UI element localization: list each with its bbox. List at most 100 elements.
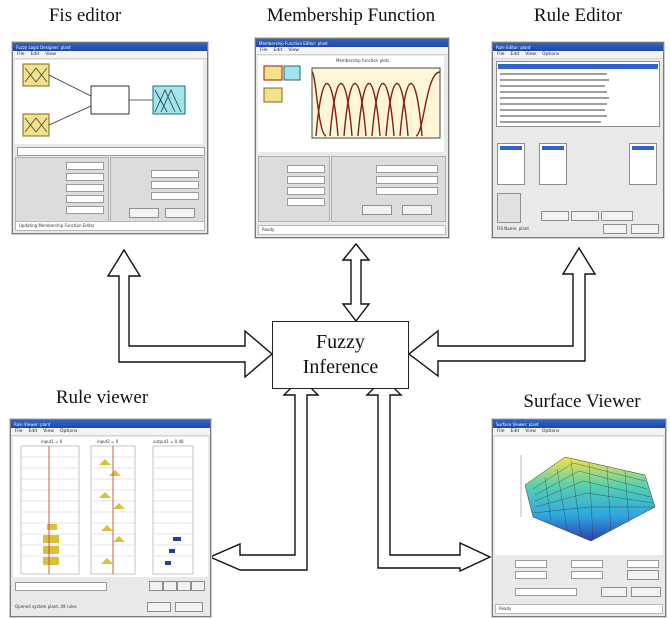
window-titlebar: Rule Viewer: plant [11,420,210,428]
connection-box [497,193,521,223]
surface-viewer-window: Surface Viewer: plant File Edit View Opt… [492,419,666,617]
fuzzy-inference-box: Fuzzy Inference [272,321,409,389]
rule-list[interactable] [496,61,660,127]
menu-options[interactable]: Options [59,429,78,434]
close-button[interactable] [165,208,195,218]
menu-file[interactable]: File [497,429,505,434]
menu-bar: File Edit View Options [493,51,663,59]
left-button[interactable] [149,581,163,591]
rule-input2-list[interactable] [539,143,567,185]
window-titlebar: Membership Function Editor: plant [256,39,448,47]
menu-view[interactable]: View [45,52,56,57]
menu-bar: File Edit View Options [493,428,665,436]
status-bar: Ready [495,604,663,614]
fis-props-left [15,157,109,223]
menu-bar: File Edit View Options [11,428,210,436]
close-button[interactable] [175,602,203,612]
window-titlebar: Fuzzy Logic Designer: plant [13,43,207,51]
close-button[interactable] [402,205,432,215]
rule-viewer-svg [20,445,194,575]
menu-file[interactable]: File [17,52,25,57]
evaluate-button[interactable] [627,570,659,580]
close-button[interactable] [631,224,659,234]
mf-props-right [331,156,446,222]
input2-label: input2 = 0 [97,439,119,444]
fis-diagram-area [15,60,203,144]
membership-function-title: Membership Function [266,5,436,26]
menu-view[interactable]: View [525,429,536,434]
membership-window: Membership Function Editor: plant File E… [255,38,449,238]
menu-edit[interactable]: Edit [273,48,283,53]
menu-bar: File Edit View [13,51,207,59]
close-button[interactable] [631,587,661,597]
menu-file[interactable]: File [260,48,268,53]
hub-line-2: Inference [302,356,379,378]
help-button[interactable] [603,224,627,234]
help-button[interactable] [362,205,392,215]
plot-title: Membership function plots [336,58,390,63]
input1-block [22,63,50,87]
rule-editor-title: Rule Editor [533,5,623,26]
window-titlebar: Surface Viewer: plant [493,420,665,428]
rule-list-lines [498,64,658,123]
rule-output-list[interactable] [629,143,657,185]
menu-file[interactable]: File [497,52,505,57]
menu-view[interactable]: View [43,429,54,434]
x-input-field[interactable] [515,560,547,568]
window-title-text: Rule Editor: plant [496,44,531,50]
change-rule-button[interactable] [601,211,633,221]
rule-input1-list[interactable] [497,143,525,185]
menu-view[interactable]: View [525,52,536,57]
menu-bar: File Edit View [256,47,448,55]
down-button[interactable] [177,581,191,591]
status-text: FIS Name: plant [497,226,529,231]
menu-edit[interactable]: Edit [510,429,520,434]
help-button[interactable] [601,587,627,597]
y-grids-field[interactable] [571,571,603,579]
fis-editor-window: Fuzzy Logic Designer: plant File Edit Vi… [12,42,208,234]
arrow-surface-viewer [365,377,492,573]
rule-viewer-plot: input1 = 0 input2 = 0 output1 = 0.48 [13,437,208,577]
mf-plot-svg [263,65,441,139]
window-titlebar: Rule Editor: plant [493,43,663,51]
right-button[interactable] [163,581,177,591]
arrow-rule-editor [407,246,597,378]
output-label: output1 = 0.48 [153,439,184,444]
up-button[interactable] [191,581,205,591]
fis-props-right [110,157,205,223]
rule-block [90,85,130,115]
arrow-membership [341,242,371,323]
surface-viewer-title: Surface Viewer [523,391,641,412]
ref-input-field[interactable] [515,588,577,596]
status-text: Opened system plant, 49 rules [15,604,77,609]
y-input-field[interactable] [571,560,603,568]
menu-edit[interactable]: Edit [28,429,38,434]
window-title-text: Fuzzy Logic Designer: plant [16,44,71,50]
menu-file[interactable]: File [15,429,23,434]
status-bar: Ready [258,225,446,235]
menu-edit[interactable]: Edit [30,52,40,57]
surface-mesh [524,456,656,542]
window-title-text: Rule Viewer: plant [14,421,51,427]
menu-options[interactable]: Options [541,52,560,57]
input-field[interactable] [15,582,107,591]
x-grids-field[interactable] [515,571,547,579]
help-button[interactable] [129,208,159,218]
help-button[interactable] [147,602,171,612]
hub-line-1: Fuzzy [316,331,365,353]
menu-options[interactable]: Options [541,429,560,434]
rule-viewer-window: Rule Viewer: plant File Edit View Option… [10,419,211,617]
add-rule-button[interactable] [571,211,599,221]
status-bar: Updating Membership Function Editor [15,221,205,231]
mf-plot-area: Membership function plots [258,56,444,152]
delete-rule-button[interactable] [541,211,569,221]
input2-block [22,113,50,137]
arrow-fis-editor [106,248,274,379]
menu-view[interactable]: View [288,48,299,53]
input1-label: input1 = 0 [41,439,63,444]
rule-viewer-title: Rule viewer [55,387,149,408]
surface-plot [495,437,663,555]
z-output-field[interactable] [627,560,659,568]
fis-structure-svg [22,63,186,137]
menu-edit[interactable]: Edit [510,52,520,57]
